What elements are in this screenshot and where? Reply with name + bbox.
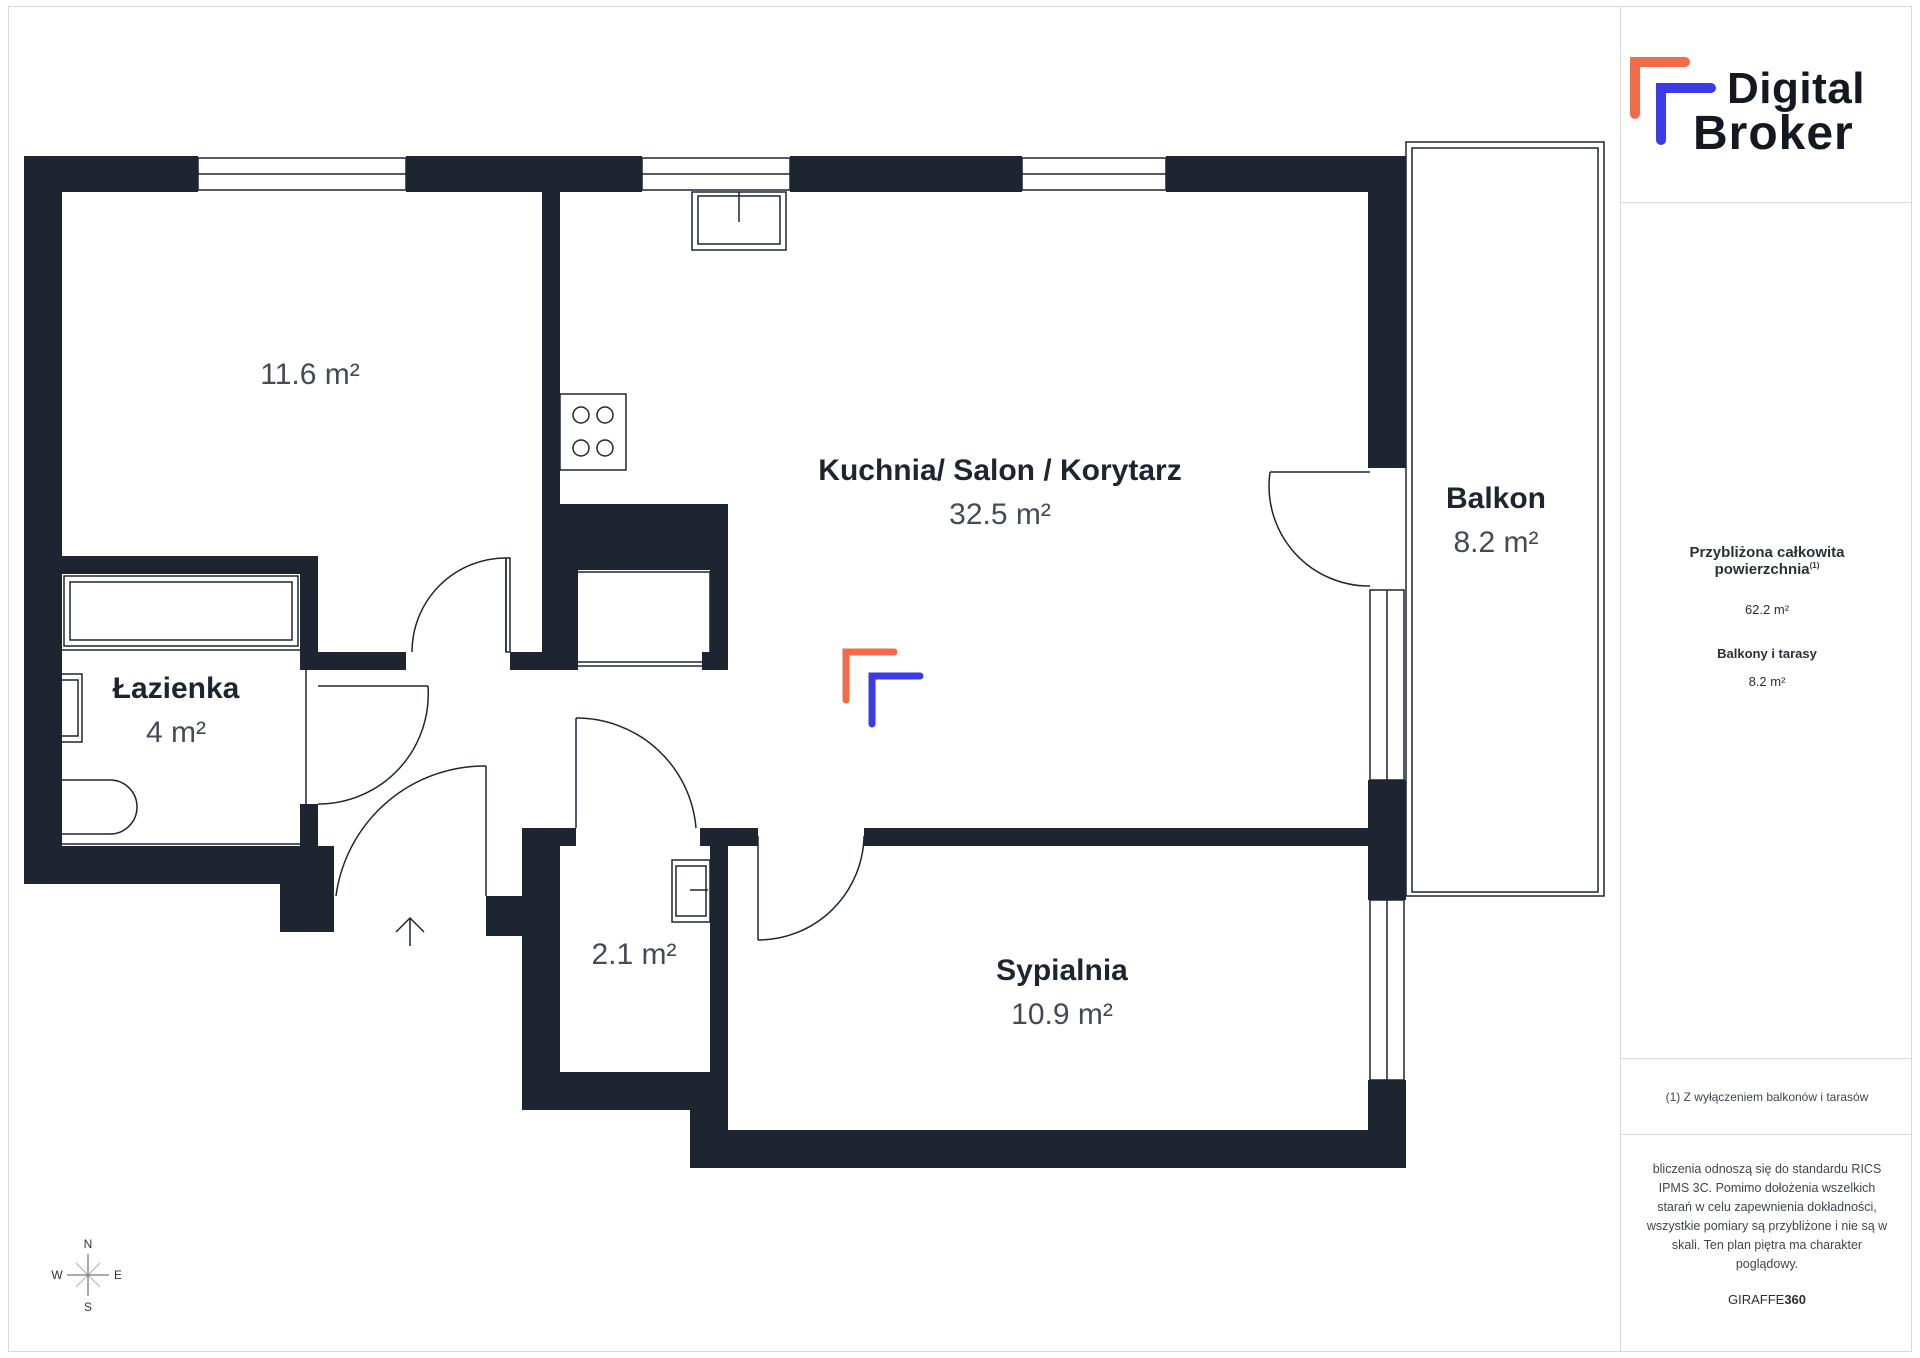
compass-west: W xyxy=(51,1268,63,1282)
room-name-label: Łazienka xyxy=(113,672,240,705)
door-swing xyxy=(335,765,487,897)
wall xyxy=(62,556,318,574)
wall xyxy=(542,192,560,652)
floor-plan: 11.6 m² Kuchnia/ Salon / Korytarz 32.5 m… xyxy=(24,141,1605,1314)
wall xyxy=(1368,780,1406,900)
wall xyxy=(300,556,318,652)
burner xyxy=(572,406,590,424)
wall xyxy=(864,828,1368,846)
doors xyxy=(317,471,1371,941)
room-name-label: Balkon xyxy=(1446,482,1546,515)
balcony-rail-outer xyxy=(1405,141,1605,897)
footnote: (1) Z wyłączeniem balkonów i tarasów xyxy=(1665,1090,1869,1104)
burner xyxy=(596,439,614,457)
wall xyxy=(702,652,728,670)
entrance-arrow-icon xyxy=(395,916,425,946)
wall xyxy=(300,652,406,670)
door-swing xyxy=(1268,471,1371,587)
room-area-label: 10.9 m² xyxy=(1011,998,1113,1031)
brand-name-line2: Broker xyxy=(1693,107,1854,160)
walls xyxy=(24,156,1406,1168)
credit-suffix: 360 xyxy=(1784,1292,1807,1307)
room-name-label: Sypialnia xyxy=(996,954,1128,987)
bathtub xyxy=(63,575,299,647)
burner xyxy=(572,439,590,457)
watermark-logo-icon xyxy=(842,648,924,728)
compass-south: S xyxy=(84,1300,92,1314)
toilet-bowl xyxy=(59,779,138,835)
divider xyxy=(1621,1134,1912,1135)
washbasin-inner xyxy=(45,679,79,737)
total-area-label-line2: powierzchnia xyxy=(1714,561,1810,578)
wall xyxy=(710,504,728,670)
wall xyxy=(510,652,560,670)
door-frame xyxy=(505,557,511,653)
wall xyxy=(710,846,728,1072)
info-sidebar: Digital Broker Przybliżona całkowita pow… xyxy=(1620,6,1912,1352)
wall xyxy=(406,156,642,192)
balcony-area-value: 8.2 m² xyxy=(1748,674,1786,689)
windows xyxy=(197,157,1405,1081)
compass-icon: N S E W xyxy=(51,1237,122,1314)
compass-north: N xyxy=(84,1237,93,1251)
wall xyxy=(560,570,578,670)
balcony-area-label: Balkony i tarasy xyxy=(1717,646,1817,661)
door-swing xyxy=(411,557,507,653)
balcony-rail-inner xyxy=(1411,147,1599,893)
page-frame xyxy=(8,6,1912,1352)
bathroom-floor xyxy=(39,649,307,845)
boiler-inner xyxy=(675,865,707,917)
wardrobe xyxy=(559,571,711,667)
boiler xyxy=(671,859,711,923)
compass-east: E xyxy=(114,1268,122,1282)
bathtub-inner xyxy=(69,581,293,641)
wall xyxy=(690,1130,1406,1168)
door-swing xyxy=(317,685,430,805)
brand-name-line1: Digital xyxy=(1727,64,1865,113)
wall xyxy=(24,156,62,884)
wall xyxy=(560,504,728,570)
balcony-outline xyxy=(1405,141,1605,897)
total-area-value: 62.2 m² xyxy=(1744,602,1790,617)
wall xyxy=(690,1072,728,1168)
door-swing xyxy=(757,835,865,941)
divider xyxy=(1621,1058,1912,1059)
wall xyxy=(24,846,328,884)
room-area-label: 32.5 m² xyxy=(949,498,1051,531)
cooktop xyxy=(559,393,627,471)
brand-mark-icon xyxy=(1630,57,1716,145)
wall xyxy=(700,828,758,846)
disclaimer-text: bliczenia odnoszą się do standardu RICS … xyxy=(1646,1162,1888,1271)
wall xyxy=(1368,156,1406,468)
door-swing xyxy=(575,717,697,829)
divider xyxy=(1621,202,1912,203)
fixtures xyxy=(39,191,787,923)
wall xyxy=(300,804,318,860)
wall xyxy=(1166,156,1406,192)
credit-prefix: GIRAFFE xyxy=(1727,1292,1785,1307)
burner xyxy=(596,406,614,424)
room-area-label: 8.2 m² xyxy=(1453,526,1538,559)
footnote-marker: (1) xyxy=(1809,561,1820,570)
total-area-label-line1: Przybliżona całkowita xyxy=(1689,544,1845,561)
room-area-label: 4 m² xyxy=(146,716,206,749)
wall xyxy=(790,156,1022,192)
room-area-label: 11.6 m² xyxy=(260,358,359,391)
wall xyxy=(280,846,334,932)
credit: GIRAFFE360 xyxy=(1621,1292,1913,1307)
washbasin xyxy=(41,673,83,743)
room-area-label: 2.1 m² xyxy=(591,938,676,971)
brand-logo: Digital Broker xyxy=(1621,6,1913,202)
total-area-label: Przybliżona całkowita powierzchnia(1) xyxy=(1621,544,1913,578)
room-name-label: Kuchnia/ Salon / Korytarz xyxy=(818,454,1181,487)
wall xyxy=(522,828,560,1110)
wall xyxy=(486,896,560,936)
